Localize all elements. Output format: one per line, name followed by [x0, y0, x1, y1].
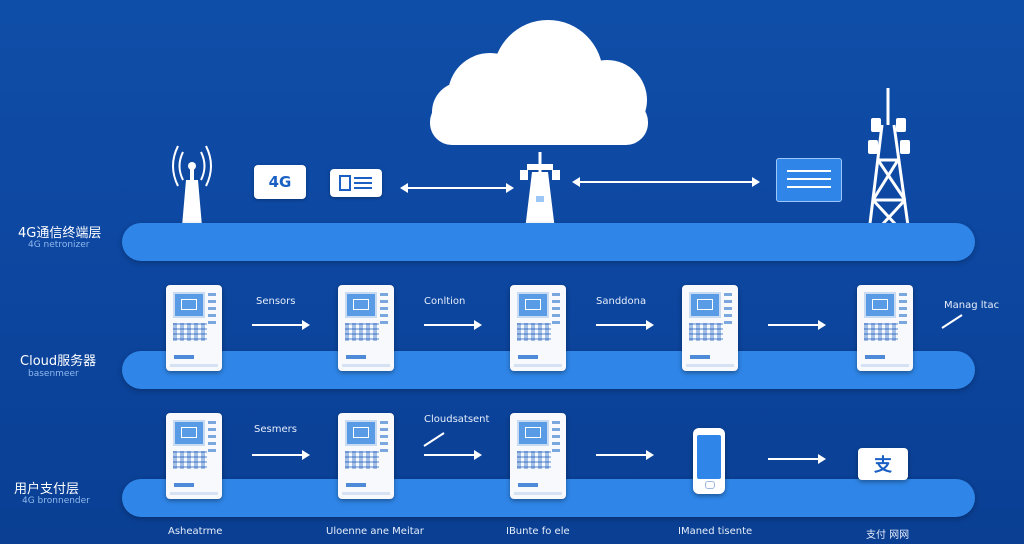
layer-sub-payment: 4G bronnender: [22, 496, 90, 506]
arrow-right: [252, 320, 310, 330]
badge-4g: 4G: [254, 165, 306, 199]
arrow-right: [424, 450, 482, 460]
arrow-right: [252, 450, 310, 460]
row2-label-sensors: Sensors: [256, 296, 296, 307]
arrow-right: [424, 320, 482, 330]
row3-label-cloudsatsent: Cloudsatsent: [424, 414, 490, 425]
arrow-bidirectional-right: [572, 177, 760, 187]
slash-line-icon: [941, 314, 963, 329]
grid-icon: [787, 170, 831, 188]
bottom-label-2: Uloenne ane Meitar: [326, 526, 424, 537]
layer-label-4g: 4G通信终端层: [18, 226, 102, 241]
bottom-label-1: Asheatrme: [168, 526, 223, 537]
row3-label-sesmers: Sesmers: [254, 424, 297, 435]
cell-tower-icon: [520, 152, 560, 238]
bottom-label-3: IBunte fo ele: [506, 526, 570, 537]
cloud-icon: [430, 20, 648, 145]
layer-label-cloud: Cloud服务器: [20, 354, 97, 369]
layer-label-payment: 用户支付层: [14, 482, 80, 497]
arrow-right: [596, 450, 654, 460]
vending-machine-icon: [166, 285, 222, 371]
arrow-right: [596, 320, 654, 330]
layer-sub-4g: 4G netronizer: [28, 240, 90, 250]
lattice-tower-icon: [864, 88, 914, 242]
layer-sub-cloud: basenmeer: [28, 369, 79, 379]
arrow-right: [768, 320, 826, 330]
badge-4g-label: 4G: [268, 173, 292, 191]
row2-label-manag: Manag ltac: [944, 300, 1000, 311]
row2-label-conltion: Conltion: [424, 296, 466, 307]
arrow-right: [768, 454, 826, 464]
vending-machine-icon: [510, 413, 566, 499]
slash-line-icon: [423, 432, 445, 447]
payment-glyph: 支: [874, 455, 892, 476]
module-icon: [330, 169, 382, 197]
bottom-label-5: 支付 网网: [866, 530, 910, 541]
row2-label-sanddona: Sanddona: [596, 296, 647, 307]
vending-machine-icon: [510, 285, 566, 371]
vending-machine-icon: [857, 285, 913, 371]
chip-icon: [339, 175, 372, 191]
smartphone-icon: [693, 428, 725, 494]
vending-machine-icon: [166, 413, 222, 499]
bottom-label-4: IManed tisente: [678, 526, 753, 537]
tower-panel-icons: [868, 118, 910, 154]
data-panel-icon: [776, 158, 842, 202]
arrow-bidirectional-left: [400, 183, 514, 193]
vending-machine-icon: [338, 285, 394, 371]
vending-machine-icon: [338, 413, 394, 499]
band-layer-4g: [122, 223, 975, 261]
vending-machine-icon: [682, 285, 738, 371]
payment-icon: 支: [858, 448, 908, 480]
